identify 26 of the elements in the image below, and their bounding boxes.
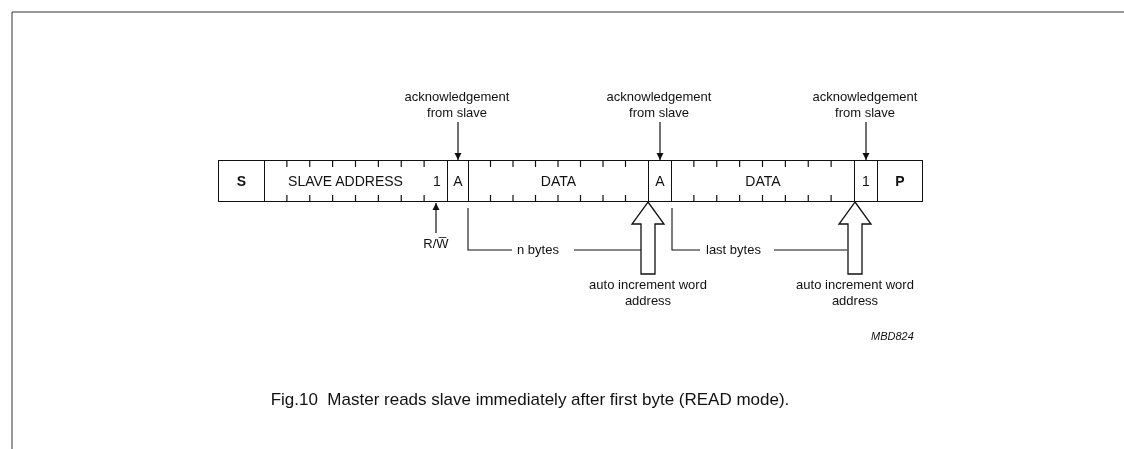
- bit-field: 1: [426, 161, 448, 201]
- address-field: [264, 160, 448, 202]
- frame-field: S: [218, 160, 265, 202]
- arrow: [454, 121, 462, 161]
- figure-caption: Fig.10 Master reads slave immediately after first byte (READ mode).: [270, 390, 790, 409]
- annotation-text: R/W̅: [416, 235, 456, 253]
- frame-field: DATA: [468, 160, 649, 202]
- frame-field: P: [877, 160, 923, 202]
- frame-field: DATA: [671, 160, 855, 202]
- arrow: [656, 121, 664, 161]
- frame-field: A: [648, 160, 672, 202]
- frame-field: 1: [854, 160, 878, 202]
- annotation-text: acknowledgement from slave: [402, 88, 512, 122]
- span-label: n bytes: [514, 242, 562, 257]
- arrow: [432, 202, 440, 234]
- hollow-arrow: [630, 200, 666, 275]
- frame-field: A: [447, 160, 469, 202]
- annotation-text: auto increment word address: [588, 276, 708, 310]
- arrow: [862, 121, 870, 161]
- span-label: last bytes: [703, 242, 764, 257]
- annotation-text: acknowledgement from slave: [810, 88, 920, 122]
- field-label: SLAVE ADDRESS: [287, 172, 404, 190]
- figure-code: MBD824: [868, 330, 917, 342]
- hollow-arrow: [837, 200, 873, 275]
- annotation-text: acknowledgement from slave: [604, 88, 714, 122]
- annotation-text: auto increment word address: [795, 276, 915, 310]
